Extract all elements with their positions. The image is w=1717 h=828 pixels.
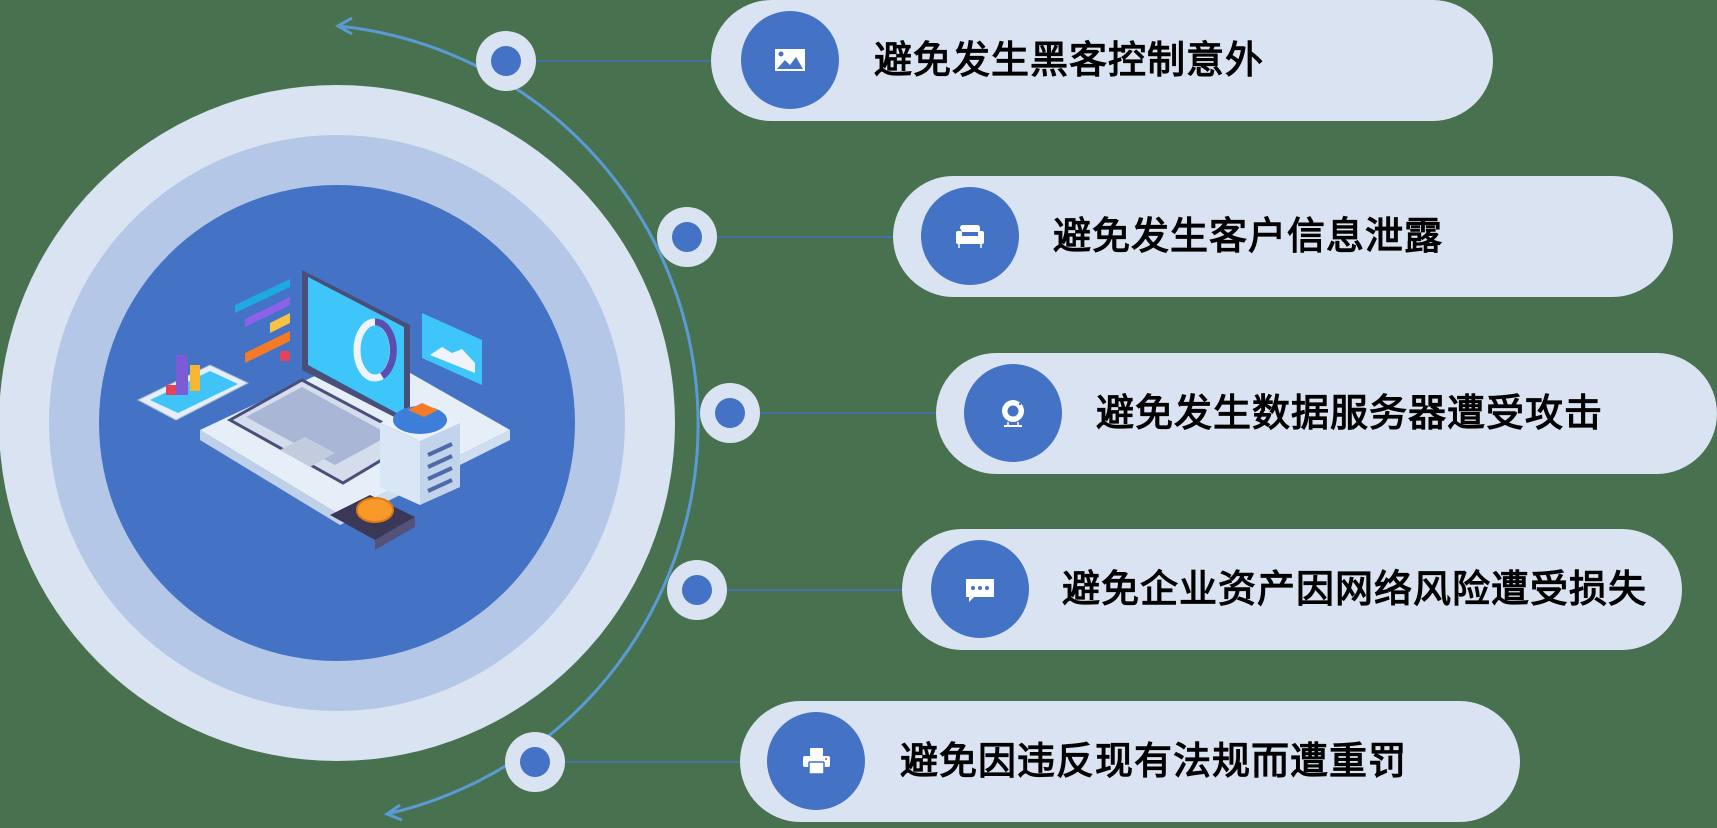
server-dome — [393, 406, 447, 434]
item-pill-4: 避免企业资产因网络风险遭受损失 — [902, 529, 1682, 650]
item-label-1: 避免发生黑客控制意外 — [874, 38, 1265, 82]
printer-icon — [803, 748, 830, 775]
timeline-node-dot — [682, 575, 712, 605]
float-bar-purple — [245, 297, 290, 327]
item-pill-2: 避免发生客户信息泄露 — [893, 176, 1673, 297]
item-pill-1: 避免发生黑客控制意外 — [711, 0, 1493, 121]
timeline-node-3 — [700, 383, 760, 443]
timeline-node-1 — [476, 31, 536, 91]
chat-bubble-icon — [966, 579, 994, 602]
tablet-bar-yellow — [190, 365, 200, 391]
laptop-trackpad — [280, 437, 335, 467]
arrow-head-top-icon — [334, 16, 353, 36]
float-chart-area — [430, 347, 475, 373]
item-pill-3: 避免发生数据服务器遭受攻击 — [936, 353, 1717, 474]
pill-icon-circle-4 — [931, 540, 1029, 638]
webcam-icon — [1002, 400, 1024, 427]
coin-icon — [356, 497, 394, 523]
coin-tray-side — [375, 517, 415, 550]
timeline-node-4 — [667, 560, 727, 620]
sofa-icon — [956, 225, 984, 248]
float-bar-yellow — [270, 313, 290, 333]
timeline-node-5 — [505, 732, 565, 792]
laptop-keyboard — [246, 387, 390, 465]
tablet-bar-purple — [176, 355, 188, 395]
float-chart-panel — [422, 313, 482, 385]
item-label-3: 避免发生数据服务器遭受攻击 — [1096, 391, 1604, 435]
tablet-block-red — [166, 385, 176, 395]
item-label-5: 避免因违反现有法规而遭重罚 — [900, 739, 1408, 783]
item-label-4: 避免企业资产因网络风险遭受损失 — [1062, 567, 1648, 611]
image-icon — [775, 49, 805, 71]
server-slot — [427, 454, 453, 469]
float-bar-orange — [245, 331, 290, 363]
float-bar-cyan — [235, 279, 290, 313]
timeline-node-dot — [672, 222, 702, 252]
server-front — [380, 423, 420, 505]
pill-icon-circle-5 — [767, 712, 865, 810]
timeline-node-dot — [491, 46, 521, 76]
server-slot — [427, 442, 453, 457]
laptop-dashboard-illustration — [136, 270, 510, 550]
timeline-node-dot — [520, 747, 550, 777]
timeline-node-2 — [657, 207, 717, 267]
server-dome-cap — [408, 403, 438, 417]
pill-icon-circle-3 — [964, 364, 1062, 462]
server-slot — [427, 478, 453, 493]
float-block-pink — [280, 351, 290, 361]
item-label-2: 避免发生客户信息泄露 — [1053, 214, 1444, 258]
screen-donut-segment — [374, 318, 397, 379]
server-slot — [427, 466, 453, 481]
pill-icon-circle-2 — [921, 187, 1019, 285]
timeline-node-dot — [715, 398, 745, 428]
arrow-head-bottom-icon — [383, 803, 403, 822]
item-pill-5: 避免因违反现有法规而遭重罚 — [740, 701, 1520, 822]
pill-icon-circle-1 — [741, 11, 839, 109]
platform-side — [200, 430, 340, 525]
tablet-screen — [150, 371, 238, 413]
